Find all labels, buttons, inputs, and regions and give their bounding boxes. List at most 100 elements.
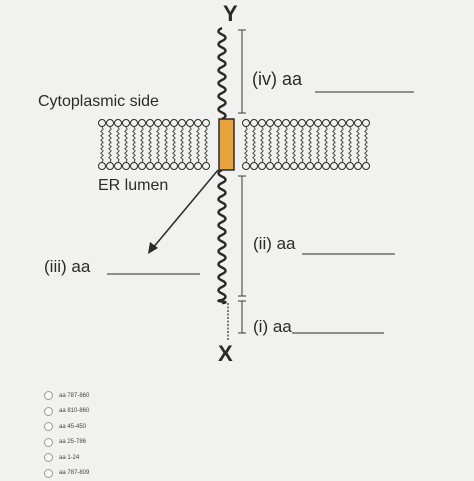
lipid-tail (285, 144, 287, 162)
lipid-head (355, 163, 362, 170)
lipid-head (163, 120, 170, 127)
lipid-head (331, 120, 338, 127)
lipid-tail (117, 127, 119, 145)
diagram-stage: Cytoplasmic side ER lumen (iii) aa (iv) … (0, 0, 474, 467)
lipid-head (147, 163, 154, 170)
radio-button-icon[interactable] (44, 453, 53, 462)
lipid-head (275, 163, 282, 170)
lipid-tail (181, 127, 183, 145)
lipid-tail (173, 127, 175, 145)
answer-option[interactable]: aa 25-786 (44, 435, 89, 451)
lipid-head (99, 120, 106, 127)
lipid-head (355, 120, 362, 127)
answer-option-label: aa 1-24 (59, 455, 79, 461)
lipid-head (243, 163, 250, 170)
lipid-head (203, 120, 210, 127)
lipid-tail (269, 127, 271, 145)
lipid-head (251, 120, 258, 127)
lipid-tail (141, 144, 143, 162)
er-lumen-label: ER lumen (98, 177, 168, 195)
lipid-head (339, 120, 346, 127)
lipid-tail (141, 127, 143, 145)
lipid-tail (125, 144, 127, 162)
radio-button-icon[interactable] (44, 422, 53, 431)
lipid-tail (245, 127, 247, 145)
radio-button-icon[interactable] (44, 407, 53, 416)
lipid-head (323, 120, 330, 127)
lipid-tail (349, 144, 351, 162)
lipid-tail (173, 144, 175, 162)
lipid-head (107, 163, 114, 170)
answer-option-label: aa 45-450 (59, 424, 86, 430)
lipid-tail (365, 144, 367, 162)
lipid-head (299, 120, 306, 127)
label-i: (i) aa (253, 317, 292, 337)
lipid-head (267, 120, 274, 127)
bracket-ii (238, 176, 246, 296)
lipid-tail (341, 144, 343, 162)
lipid-tail (149, 127, 151, 145)
lipid-head (171, 120, 178, 127)
answer-options: aa 787-860 aa 810-860 aa 45-450 aa 25-78… (44, 388, 89, 481)
terminus-x-label: X (218, 341, 233, 367)
answer-option[interactable]: aa 810-860 (44, 404, 89, 420)
radio-button-icon[interactable] (44, 469, 53, 478)
lipid-head (267, 163, 274, 170)
lipid-head (347, 163, 354, 170)
lipid-head (139, 120, 146, 127)
lipid-head (291, 163, 298, 170)
lipid-head (99, 163, 106, 170)
answer-option[interactable]: aa 787-860 (44, 388, 89, 404)
lipid-tail (357, 144, 359, 162)
lipid-tail (301, 144, 303, 162)
answer-option[interactable]: aa 45-450 (44, 419, 89, 435)
lipid-head (147, 120, 154, 127)
lipid-tail (205, 144, 207, 162)
lipid-head (347, 120, 354, 127)
lipid-tail (293, 127, 295, 145)
radio-button-icon[interactable] (44, 438, 53, 447)
lipid-head (171, 163, 178, 170)
lipid-tail (293, 144, 295, 162)
lipid-tail (101, 127, 103, 145)
lipid-head (195, 120, 202, 127)
lipid-head (291, 120, 298, 127)
lipid-tail (197, 127, 199, 145)
lipid-head (123, 120, 130, 127)
lipid-tail (125, 127, 127, 145)
lipid-head (179, 120, 186, 127)
lipid-head (363, 163, 370, 170)
lipid-tail (165, 127, 167, 145)
lipid-tail (333, 144, 335, 162)
lipid-tail (365, 127, 367, 145)
cytoplasmic-side-label: Cytoplasmic side (38, 93, 159, 111)
lipid-tail (181, 144, 183, 162)
label-iii: (iii) aa (44, 257, 90, 277)
lipid-tail (301, 127, 303, 145)
label-ii: (ii) aa (253, 234, 296, 254)
radio-button-icon[interactable] (44, 391, 53, 400)
lipid-tail (269, 144, 271, 162)
lipid-head (187, 120, 194, 127)
lipid-tail (197, 144, 199, 162)
lipid-tail (277, 144, 279, 162)
lipid-tail (357, 127, 359, 145)
lipid-tail (189, 144, 191, 162)
lipid-tail (349, 127, 351, 145)
answer-option-label: aa 787-809 (59, 470, 89, 476)
answer-option[interactable]: aa 1-24 (44, 450, 89, 466)
lipid-tail (205, 127, 207, 145)
lipid-head (115, 120, 122, 127)
lipid-tail (285, 127, 287, 145)
lipid-tail (317, 127, 319, 145)
lipid-head (275, 120, 282, 127)
lipid-tail (325, 144, 327, 162)
lipid-head (107, 120, 114, 127)
lipid-head (307, 163, 314, 170)
lipid-head (123, 163, 130, 170)
answer-option[interactable]: aa 787-809 (44, 466, 89, 481)
lipid-tail (133, 144, 135, 162)
lipid-tail (261, 127, 263, 145)
lipid-head (307, 120, 314, 127)
lipid-tail (109, 127, 111, 145)
